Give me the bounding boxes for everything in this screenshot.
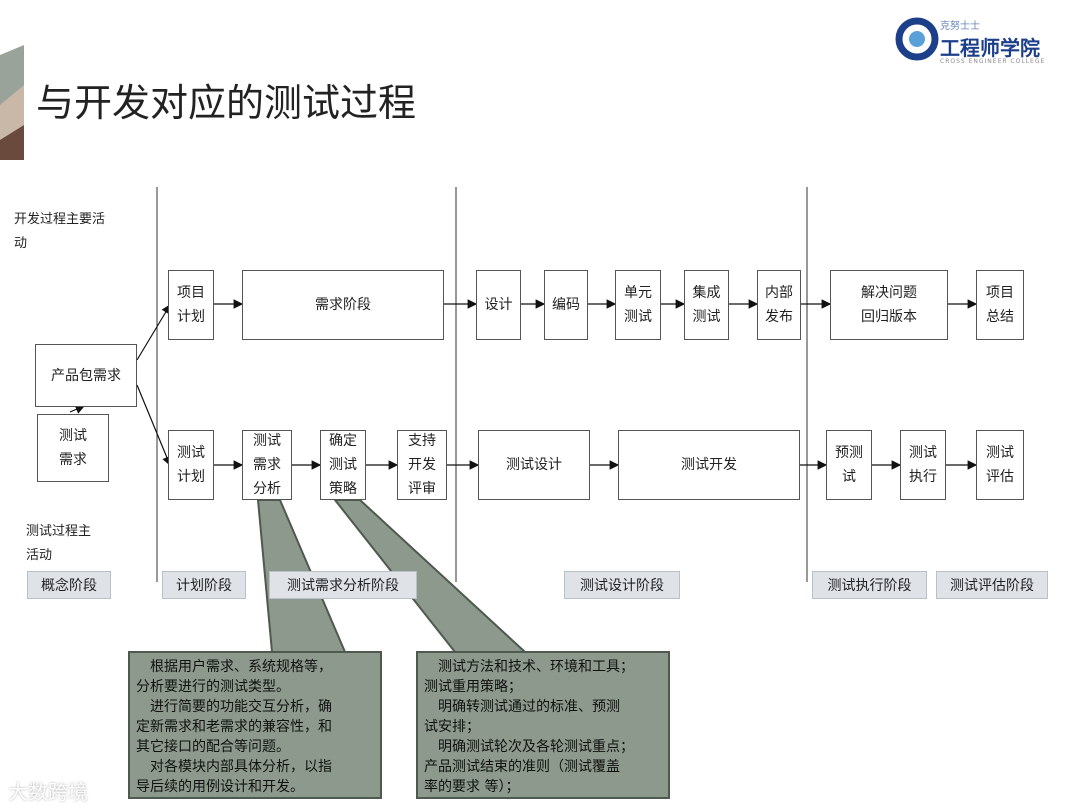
project-summary-box: 项目 总结 (976, 270, 1024, 340)
test-strategy-box: 确定 测试 策略 (320, 430, 366, 500)
logo-name: 工程师学院 (940, 36, 1040, 60)
project-plan-box: 项目 计划 (168, 270, 214, 340)
product-requirement-box: 产品包需求 (35, 344, 137, 407)
note-req-analysis: 根据用户需求、系统规格等， 分析要进行的测试类型。 进行简要的功能交互分析，确 … (128, 651, 382, 799)
phase-plan: 计划阶段 (162, 571, 246, 599)
test-development-box: 测试开发 (618, 430, 800, 500)
design-box: 设计 (476, 270, 521, 340)
phase-concept: 概念阶段 (27, 571, 111, 599)
dev-review-box: 支持 开发 评审 (397, 430, 447, 500)
phase-evaluation: 测试评估阶段 (936, 571, 1048, 599)
test-design-box: 测试设计 (478, 430, 590, 500)
test-execution-box: 测试 执行 (900, 430, 946, 500)
logo-icon (895, 17, 939, 61)
unit-test-box: 单元 测试 (615, 270, 661, 340)
requirements-phase-box: 需求阶段 (242, 270, 444, 340)
phase-execution: 测试执行阶段 (812, 571, 927, 599)
pretest-box: 预测 试 (826, 430, 872, 500)
corner-decoration (0, 45, 24, 160)
coding-box: 编码 (544, 270, 588, 340)
watermark: 大数跨境 (8, 780, 88, 804)
logo-subtitle: 克努士士 (940, 21, 980, 32)
phase-req-analysis: 测试需求分析阶段 (269, 571, 417, 599)
integration-test-box: 集成 测试 (684, 270, 729, 340)
dev-activity-label: 开发过程主要活 动 (14, 212, 106, 251)
test-activity-label: 测试过程主 活动 (26, 524, 92, 563)
test-req-analysis-box: 测试 需求 分析 (242, 430, 292, 500)
test-requirement-box: 测试 需求 (37, 414, 109, 482)
page-title: 与开发对应的测试过程 (36, 81, 417, 125)
internal-release-box: 内部 发布 (757, 270, 801, 340)
phase-design: 测试设计阶段 (564, 571, 680, 599)
fix-regression-box: 解决问题 回归版本 (830, 270, 948, 340)
test-plan-box: 测试 计划 (168, 430, 214, 500)
note-strategy: 测试方法和技术、环境和工具； 测试重用策略； 明确转测试通过的标准、预测 试安排… (416, 651, 670, 799)
test-evaluation-box: 测试 评估 (976, 430, 1024, 500)
logo-english: CROSS ENGINEER COLLEGE (940, 58, 1046, 65)
